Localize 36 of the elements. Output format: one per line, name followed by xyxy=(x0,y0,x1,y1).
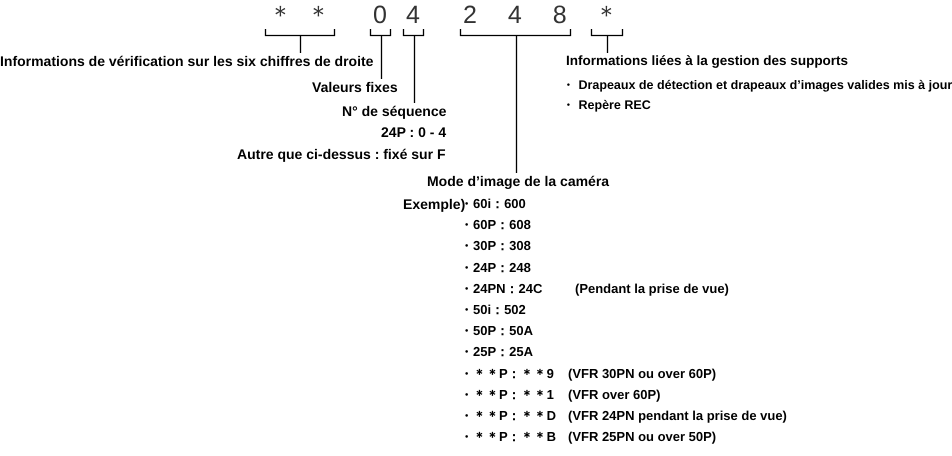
list-item: ・＊＊P：＊＊9 xyxy=(460,366,554,382)
annotation-text: Valeurs fixes xyxy=(312,79,398,95)
bracket-leader-line xyxy=(590,28,624,54)
list-item: ・24PN：24C xyxy=(460,280,542,297)
list-item: ・＊＊P：＊＊D xyxy=(460,408,556,424)
list-item: ・60P：608 xyxy=(460,217,531,234)
code-characters: ＊ xyxy=(594,3,619,28)
bullet-item: ・ Drapeaux de détection et drapeaux d’images valides mis à jour xyxy=(562,77,952,93)
code-characters: 0 xyxy=(373,3,387,28)
bracket-leader-line xyxy=(460,28,572,174)
note-text: (Pendant la prise de vue) xyxy=(575,280,729,297)
annotation-text: 24P : 0 - 4 xyxy=(381,124,446,140)
note-text: (VFR 25PN ou over 50P) xyxy=(568,429,716,446)
code-characters: 248 xyxy=(463,3,567,28)
annotation-heading: Informations liées à la gestion des supports xyxy=(566,53,848,69)
bracket-leader-line xyxy=(370,28,392,80)
list-item: ・50i：502 xyxy=(460,302,526,318)
annotation-text: Informations de vérification sur les six chiffres de droite xyxy=(0,53,374,69)
code-characters: ＊＊ xyxy=(268,3,331,28)
note-text: (VFR 30PN ou over 60P) xyxy=(568,366,716,382)
annotation-text: Autre que ci-dessus : fixé sur F xyxy=(237,146,446,162)
annotation-heading: Mode d’image de la caméra xyxy=(427,173,610,189)
code-characters: 4 xyxy=(406,3,420,28)
list-item: ・50P：50A xyxy=(460,323,533,340)
bracket-leader-line xyxy=(264,28,336,54)
list-item: ・＊＊P：＊＊1 xyxy=(460,386,554,403)
note-text: (VFR 24PN pendant la prise de vue) xyxy=(568,408,787,424)
annotation-heading: N° de séquence xyxy=(342,103,446,119)
list-item: ・30P：308 xyxy=(460,238,531,254)
example-label: Exemple) xyxy=(403,196,466,212)
note-text: (VFR over 60P) xyxy=(568,386,660,403)
list-item: ・24P：248 xyxy=(460,260,531,276)
bracket-leader-line xyxy=(402,28,424,104)
list-item: ・＊＊P：＊＊B xyxy=(460,429,556,446)
list-item: ・25P：25A xyxy=(460,344,533,360)
bullet-item: ・ Repère REC xyxy=(562,97,651,113)
